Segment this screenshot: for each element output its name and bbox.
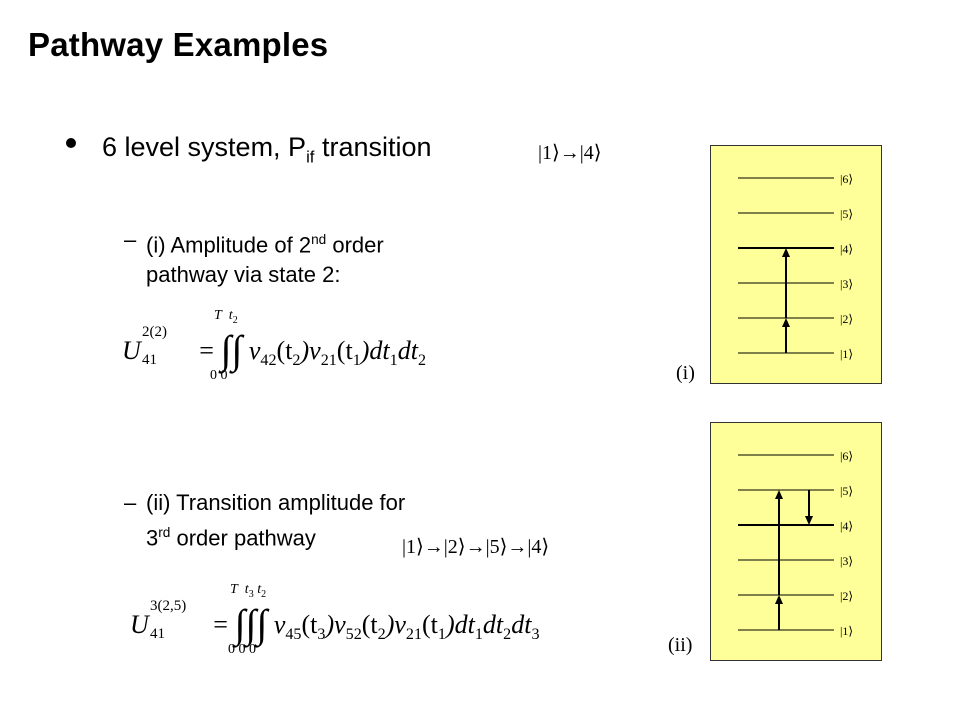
energy-level-label-5: |5⟩ — [840, 484, 853, 498]
transition-arrowhead-3 — [805, 516, 813, 525]
energy-level-label-5: |5⟩ — [840, 207, 853, 221]
energy-level-diagram-2: |6⟩ |5⟩ |4⟩ |3⟩ |2⟩ |1⟩ — [738, 449, 853, 638]
energy-level-label-4: |4⟩ — [840, 242, 853, 256]
energy-level-label-1: |1⟩ — [840, 624, 853, 638]
energy-level-panel-2: |6⟩ |5⟩ |4⟩ |3⟩ |2⟩ |1⟩ — [710, 422, 882, 661]
transition-ket: |1⟩→|4⟩ — [538, 142, 602, 164]
slide-title: Pathway Examples — [28, 26, 329, 63]
sub-item-dash-1: – — [124, 227, 137, 252]
transition-arrowhead-2 — [782, 248, 790, 257]
energy-level-diagram-1: |6⟩ |5⟩ |4⟩ |3⟩ |2⟩ |1⟩ — [738, 172, 853, 361]
sub-item-dash-2: – — [124, 490, 137, 515]
energy-level-label-6: |6⟩ — [840, 449, 853, 463]
main-bullet-text: 6 level system, P — [102, 132, 307, 162]
sub-item-2: (ii) Transition amplitude for 3rd order … — [146, 488, 405, 553]
energy-level-panel-1: |6⟩ |5⟩ |4⟩ |3⟩ |2⟩ |1⟩ — [710, 145, 882, 384]
energy-level-label-3: |3⟩ — [840, 554, 853, 568]
energy-level-label-3: |3⟩ — [840, 277, 853, 291]
transition-arrowhead-1 — [782, 318, 790, 327]
panel-label-2: (ii) — [668, 634, 693, 656]
energy-level-label-4: |4⟩ — [840, 519, 853, 533]
main-bullet: 6 level system, Pif transition — [102, 132, 432, 167]
sub-item-1: (i) Amplitude of 2nd order pathway via s… — [146, 225, 384, 290]
main-bullet-text-end: transition — [314, 132, 432, 162]
energy-level-label-6: |6⟩ — [840, 172, 853, 186]
transition-arrowhead-2 — [775, 490, 783, 499]
energy-level-label-2: |2⟩ — [840, 312, 853, 326]
energy-level-label-1: |1⟩ — [840, 347, 853, 361]
main-bullet-subscript: if — [306, 147, 315, 167]
sub-item-2-line1: (ii) Transition amplitude for — [146, 490, 406, 515]
panel-label-1: (i) — [676, 362, 695, 384]
pathway-ket: |1⟩→|2⟩→|5⟩→|4⟩ — [402, 536, 550, 558]
transition-arrowhead-1 — [775, 595, 783, 604]
energy-level-label-2: |2⟩ — [840, 589, 853, 603]
sub-item-1-line1: (i) Amplitude of 2nd order — [146, 232, 384, 258]
bullet-dot — [66, 138, 76, 148]
sub-item-1-line2: pathway via state 2: — [146, 262, 341, 288]
sub-item-2-line2: 3rd order pathway — [146, 525, 316, 551]
